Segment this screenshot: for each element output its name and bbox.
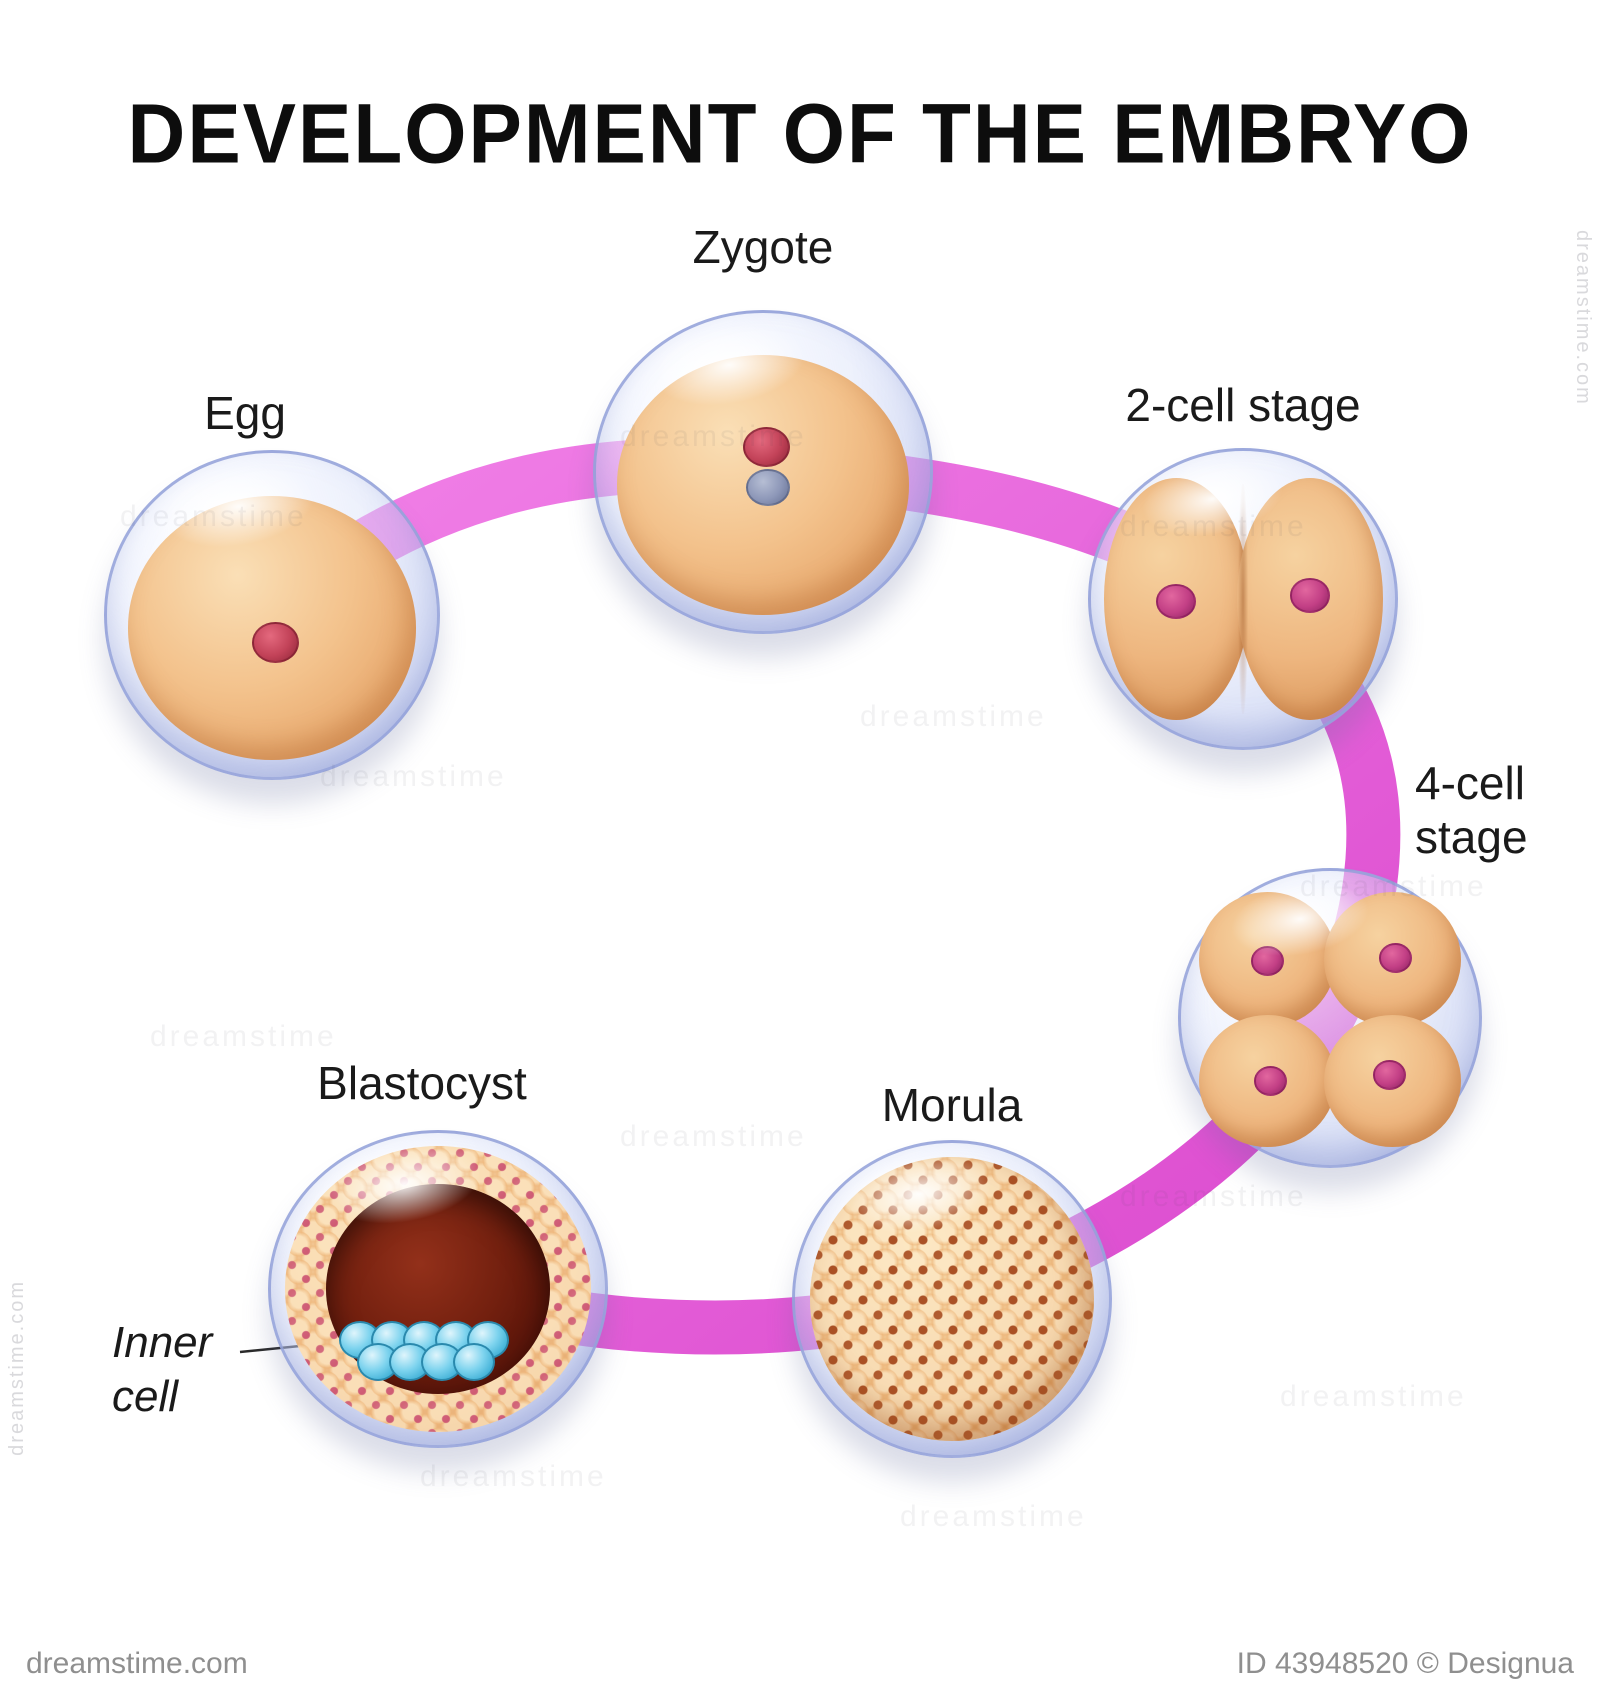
egg-nucleus xyxy=(251,621,299,663)
watermark-text: dreamstime xyxy=(1120,1180,1307,1213)
zygote-pronucleus-red xyxy=(742,426,791,468)
zygote-pronucleus-gray xyxy=(746,468,791,506)
watermark-edge-right: dreamstime.com xyxy=(1572,230,1594,406)
page-title: DEVELOPMENT OF THE EMBRYO xyxy=(127,86,1473,181)
watermark-text: dreamstime xyxy=(150,1020,337,1053)
blastocyst-cell xyxy=(268,1130,608,1448)
watermark-text: dreamstime xyxy=(860,700,1047,733)
watermark-text: dreamstime xyxy=(1280,1380,1467,1413)
two-cell-nucleus-right xyxy=(1289,577,1330,613)
label-inner-cell: Inner cell xyxy=(112,1318,213,1421)
morula-cell xyxy=(792,1140,1112,1458)
label-morula: Morula xyxy=(881,1079,1023,1131)
four-cell-nucleus-top-right xyxy=(1378,943,1413,973)
label-4-cell-stage: 4-cell stage xyxy=(1415,757,1528,864)
two-cell-nucleus-left xyxy=(1156,583,1197,619)
label-2-cell-stage: 2-cell stage xyxy=(1125,379,1361,431)
inner-cell-mass-cell xyxy=(453,1342,496,1381)
four-cell-nucleus-bottom-right xyxy=(1372,1060,1406,1090)
watermark-site-link: dreamstime.com xyxy=(26,1647,248,1680)
watermark-edge-left: dreamstime.com xyxy=(6,1280,28,1456)
inner-cell-mass xyxy=(339,1320,529,1381)
four-cell-stage-cell xyxy=(1178,868,1482,1168)
label-zygote: Zygote xyxy=(692,221,834,273)
two-cell-stage-cell xyxy=(1088,448,1398,750)
watermark-text: dreamstime xyxy=(900,1500,1087,1533)
zygote-cell xyxy=(593,310,933,634)
egg-cell xyxy=(104,450,440,780)
watermark-text: dreamstime xyxy=(620,1120,807,1153)
label-egg: Egg xyxy=(204,387,286,439)
watermark-text: dreamstime xyxy=(420,1460,607,1493)
credit-bar: dreamstime.com ID 43948520 © Designua xyxy=(0,1638,1600,1690)
label-blastocyst: Blastocyst xyxy=(317,1057,527,1109)
image-credit: ID 43948520 © Designua xyxy=(1236,1647,1574,1680)
